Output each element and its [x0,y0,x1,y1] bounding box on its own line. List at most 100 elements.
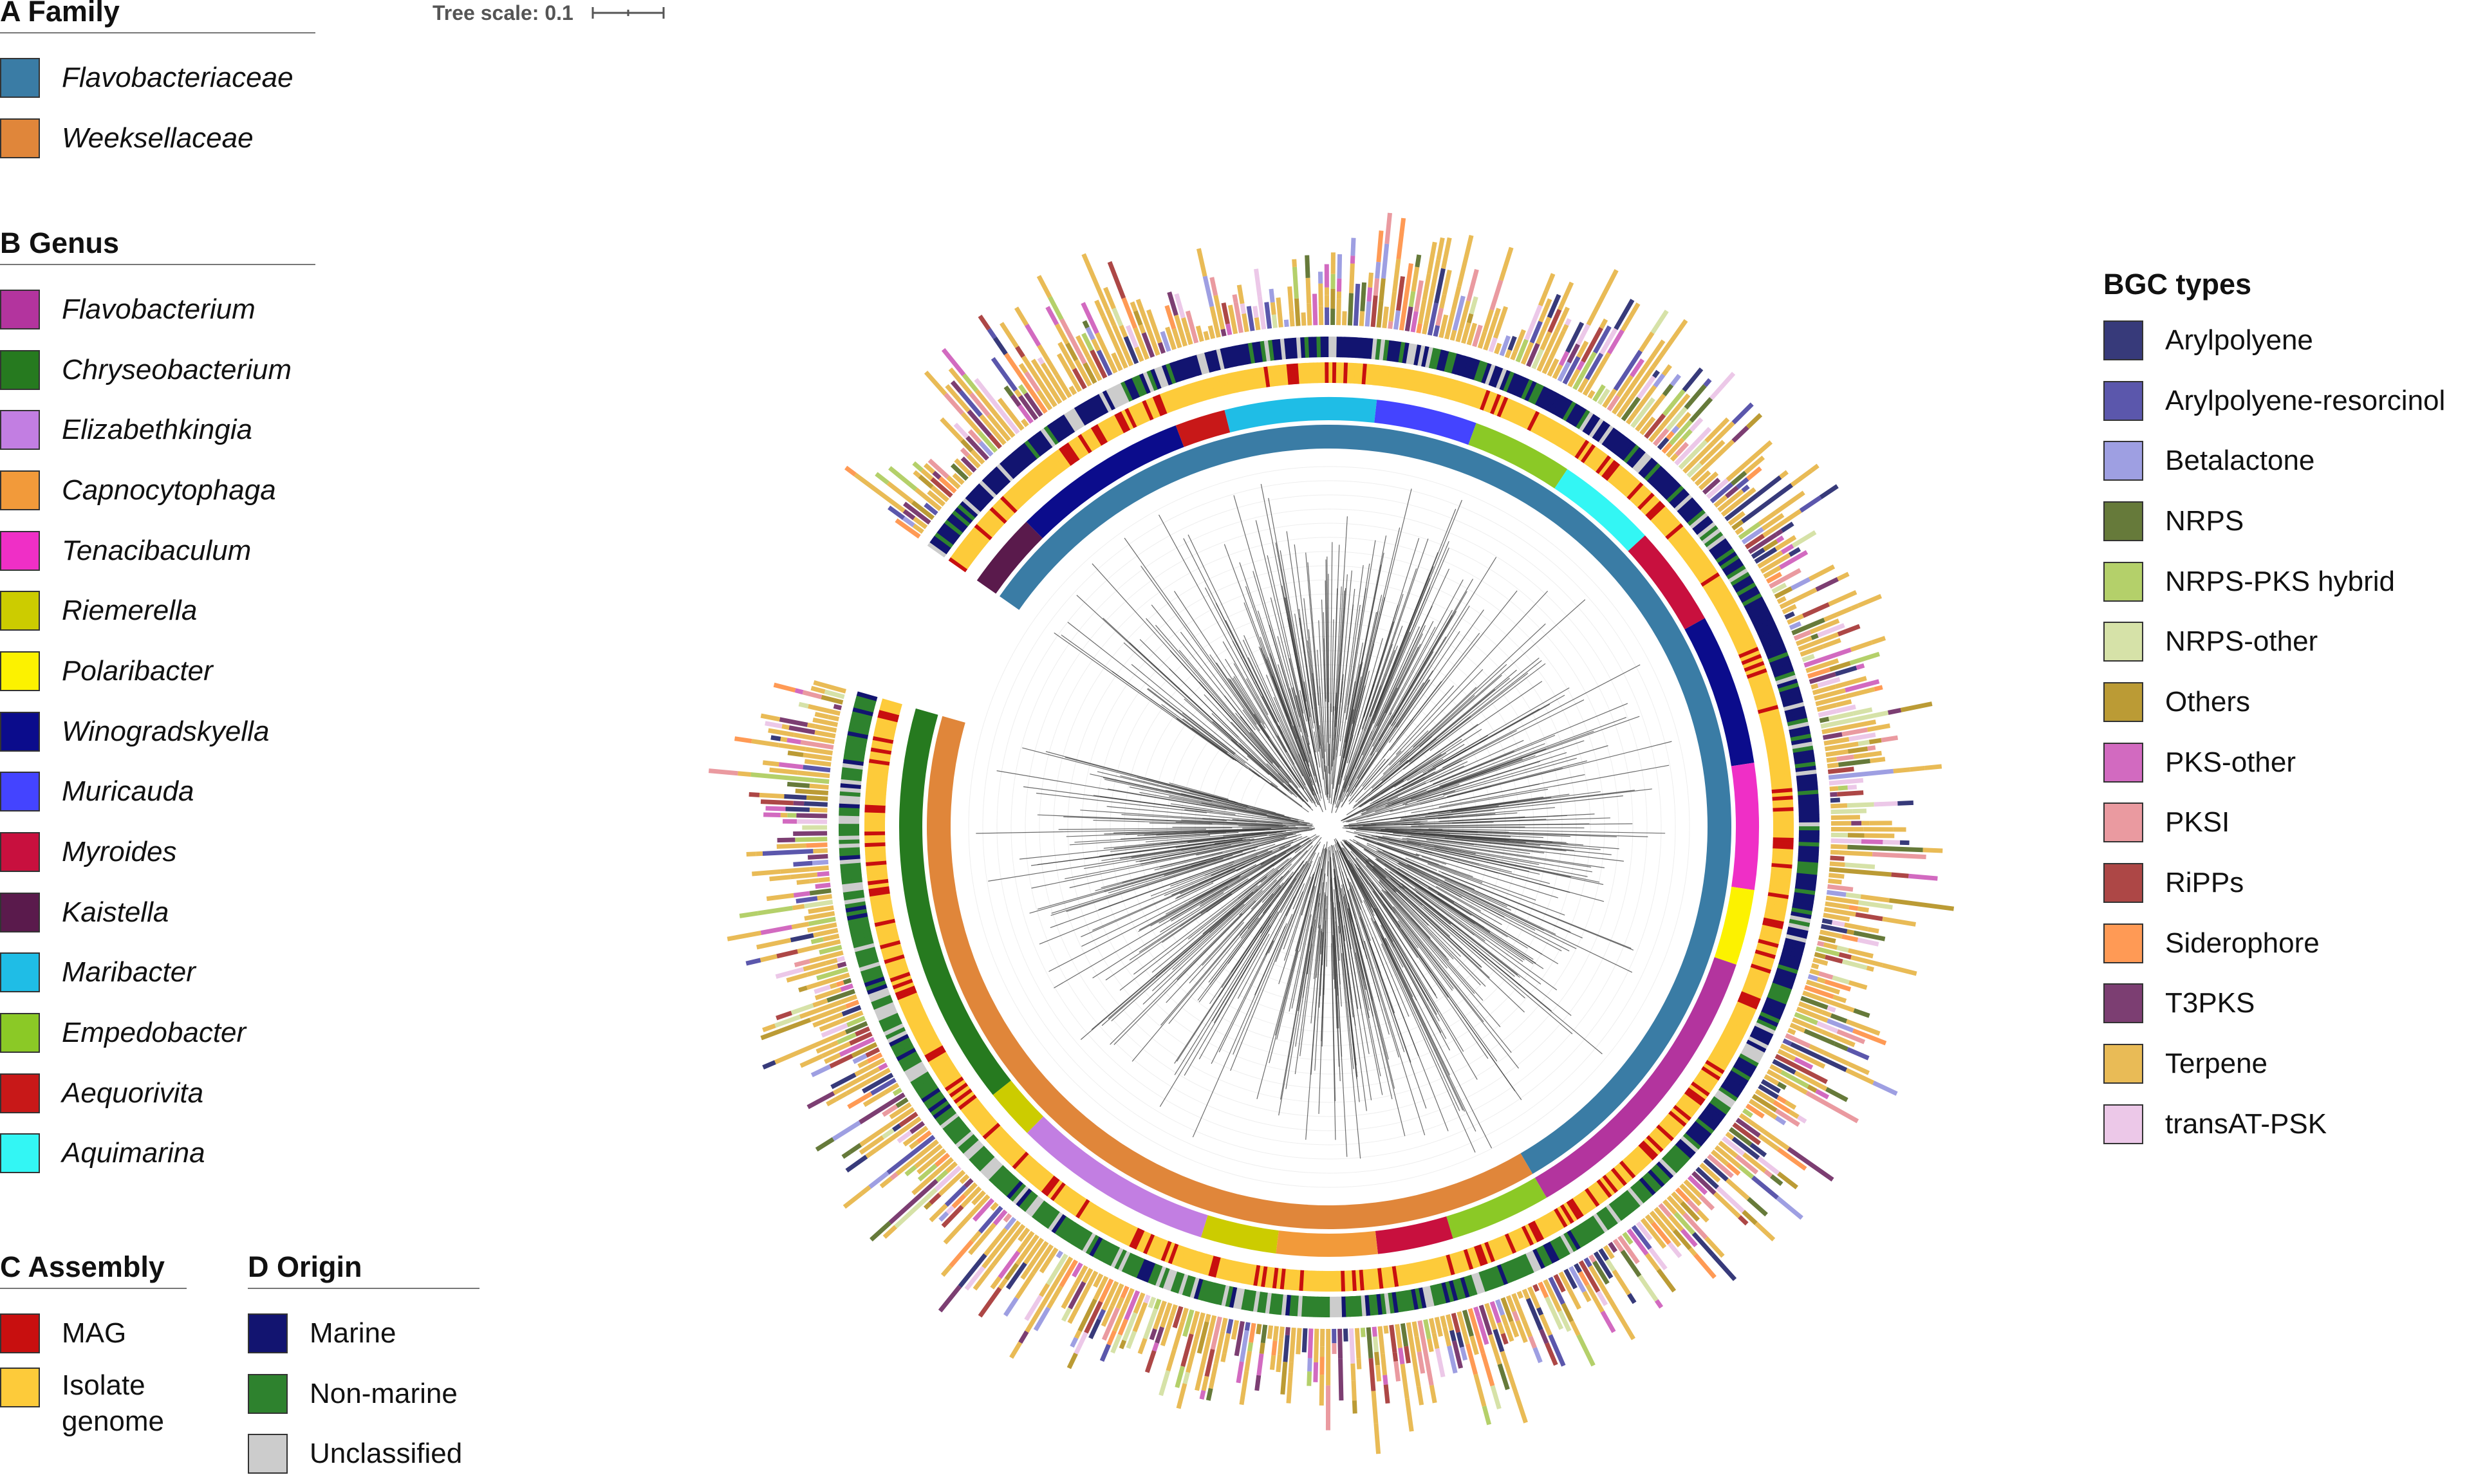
bgc-bar [1684,369,1701,391]
bgc-bar [1118,1298,1122,1308]
bgc-bar [1614,1271,1630,1295]
tree-branch [1177,718,1236,761]
guide-circle [1039,537,1619,1117]
bgc-bar [1541,1330,1547,1343]
legend-label: Winogradskyella [62,716,269,748]
bgc-bar [1093,339,1098,350]
legend-label: Polaribacter [62,655,213,687]
bgc-bar [796,898,817,902]
bgc-bar [787,740,801,742]
bgc-bar [1720,1142,1727,1148]
bgc-bar [1250,1342,1251,1351]
bgc-bar [1377,1365,1379,1381]
legend-assembly-title: C Assembly [0,1250,187,1289]
legend-swatch [2103,1104,2143,1144]
bgc-bar [1496,308,1499,316]
bgc-bar [1785,613,1794,617]
bgc-bar [1017,347,1023,357]
bgc-bar [1507,350,1509,358]
bgc-bar [803,767,830,770]
bgc-bar [1584,1292,1589,1301]
bgc-bar [787,784,809,786]
bgc-bar [767,895,794,898]
bgc-bar [1778,1097,1785,1102]
assembly-ring-slice [864,828,885,832]
bgc-bar [1151,1329,1155,1339]
bgc-bar [1046,369,1051,378]
bgc-bar [777,951,797,956]
bgc-bar [1414,1322,1417,1337]
legend-swatch [2103,381,2143,421]
bgc-bar [1825,904,1849,907]
bgc-bar [1629,1294,1635,1303]
bgc-bar [1776,531,1782,535]
bgc-bar [824,692,844,697]
tree-branch [1269,951,1298,1063]
bgc-bar [1839,853,1872,855]
origin-ring-slice [1799,822,1820,827]
bgc-bar [1576,1264,1580,1272]
legend-swatch [248,1374,288,1414]
bgc-bar [961,1176,968,1183]
legend-item-pks-other: PKS-other [2103,732,2464,793]
bgc-bar [1837,948,1848,951]
bgc-bar [815,714,828,718]
legend-item-flavobacteriaceae: Flavobacteriaceae [0,48,315,108]
bgc-bar [1901,704,1932,710]
bgc-bar [789,728,815,732]
bgc-bar [1353,1364,1354,1381]
bgc-bar [1469,270,1477,301]
bgc-bar [1641,333,1653,351]
bgc-bar [1822,1012,1831,1016]
bgc-bar [832,1043,838,1045]
bgc-bar [1207,1314,1209,1322]
tree-scale: Tree scale: 0.1 [433,0,667,26]
bgc-bar [1820,719,1829,721]
bgc-bar [1839,761,1870,765]
bgc-bar [1290,286,1292,311]
bgc-bar [1261,1343,1263,1354]
legend-label: Empedobacter [62,1017,246,1049]
legend-item-nrps: NRPS [2103,491,2464,552]
bgc-bar [1824,739,1849,744]
bgc-bar [989,329,994,338]
bgc-bar [1830,800,1840,801]
bgc-bar [1280,1339,1281,1355]
bgc-bar [837,963,846,966]
genus-ring-segment [1731,763,1759,890]
bgc-bar [1888,710,1901,712]
bgc-bar [1369,288,1370,302]
bgc-bar [1849,983,1867,988]
bgc-bar [1610,1243,1615,1252]
bgc-bar [1657,1301,1661,1308]
bgc-bar [1187,332,1191,344]
legend-item-chryseobacterium: Chryseobacterium [0,340,315,400]
legend-swatch [0,712,40,752]
bgc-bar [1039,358,1043,364]
bgc-bar [810,891,831,893]
bgc-bar [980,316,989,329]
bgc-bar [1298,1328,1299,1355]
legend-label: Myroides [62,836,177,868]
legend-swatch [0,1313,40,1353]
bgc-bar [1027,1272,1062,1332]
bgc-bar [844,1193,862,1207]
bgc-bar [1072,1338,1076,1347]
bgc-bar [817,873,830,875]
bgc-bar [1183,318,1187,332]
bgc-bar [1198,326,1202,342]
bgc-bar [1399,218,1404,259]
bgc-bar [1281,1327,1283,1339]
legend-label: PKS-other [2165,747,2296,779]
bgc-bar [1849,907,1858,909]
bgc-bar [855,474,904,510]
legend-label: Isolate genome [62,1368,184,1440]
bgc-bar [808,725,815,726]
bgc-bar [1925,766,1942,768]
bgc-bar [763,763,779,765]
legend-item-muricauda: Muricauda [0,762,315,822]
bgc-bar [1238,1362,1242,1383]
bgc-bar [1668,432,1673,439]
bgc-bar [1437,1317,1440,1337]
